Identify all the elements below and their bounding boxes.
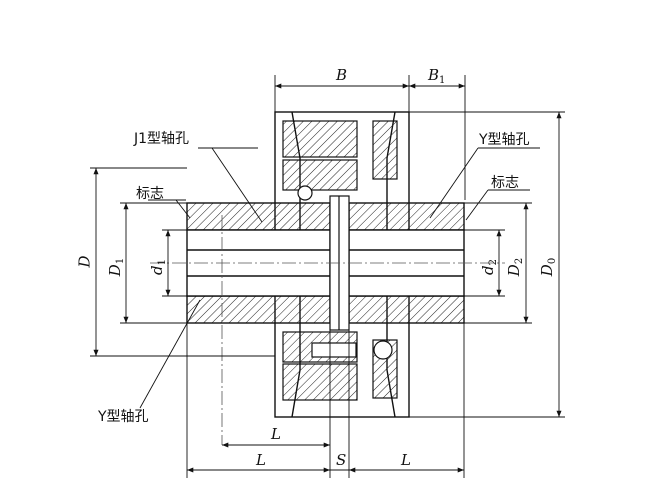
label-j1-bore: J1型轴孔 bbox=[134, 131, 190, 147]
dim-D0-sub: 0 bbox=[547, 257, 559, 265]
center-lines bbox=[150, 215, 505, 445]
dim-d2: d2 bbox=[478, 259, 499, 275]
dim-d2-sub: 2 bbox=[487, 259, 499, 266]
dim-D2-main: D bbox=[505, 264, 524, 277]
dim-D1-main: D bbox=[106, 264, 125, 277]
label-y-bore-right: Y型轴孔 bbox=[479, 132, 530, 148]
dim-B1-sub: 1 bbox=[439, 75, 446, 86]
dim-D1: D1 bbox=[106, 257, 127, 277]
dim-D0-main: D bbox=[538, 264, 557, 277]
label-mark-right: 标志 bbox=[491, 175, 519, 191]
dim-L-upper: L bbox=[271, 425, 281, 443]
dim-S: S bbox=[336, 451, 347, 469]
label-y-bore-bottom: Y型轴孔 bbox=[98, 409, 149, 425]
dim-B1: B1 bbox=[428, 68, 445, 86]
bottom-hatched-section bbox=[282, 331, 398, 401]
dimension-lines bbox=[90, 75, 565, 478]
dim-D2-sub: 2 bbox=[514, 257, 526, 265]
dim-B1-main: B bbox=[428, 66, 440, 84]
dim-D0: D0 bbox=[538, 257, 559, 277]
dim-L-left: L bbox=[256, 451, 266, 469]
dim-d1-main: d bbox=[147, 265, 166, 275]
dim-D1-sub: 1 bbox=[115, 257, 127, 265]
dim-L-right: L bbox=[401, 451, 411, 469]
dim-d2-main: d bbox=[478, 265, 497, 275]
dim-D: D bbox=[75, 255, 94, 268]
leader-lines bbox=[139, 147, 540, 409]
dim-d1: d1 bbox=[147, 259, 168, 275]
dim-d1-sub: 1 bbox=[156, 259, 168, 266]
label-mark-left: 标志 bbox=[136, 186, 164, 202]
top-hatched-section bbox=[282, 120, 398, 201]
dim-D2: D2 bbox=[505, 257, 526, 277]
dim-B: B bbox=[336, 66, 348, 84]
